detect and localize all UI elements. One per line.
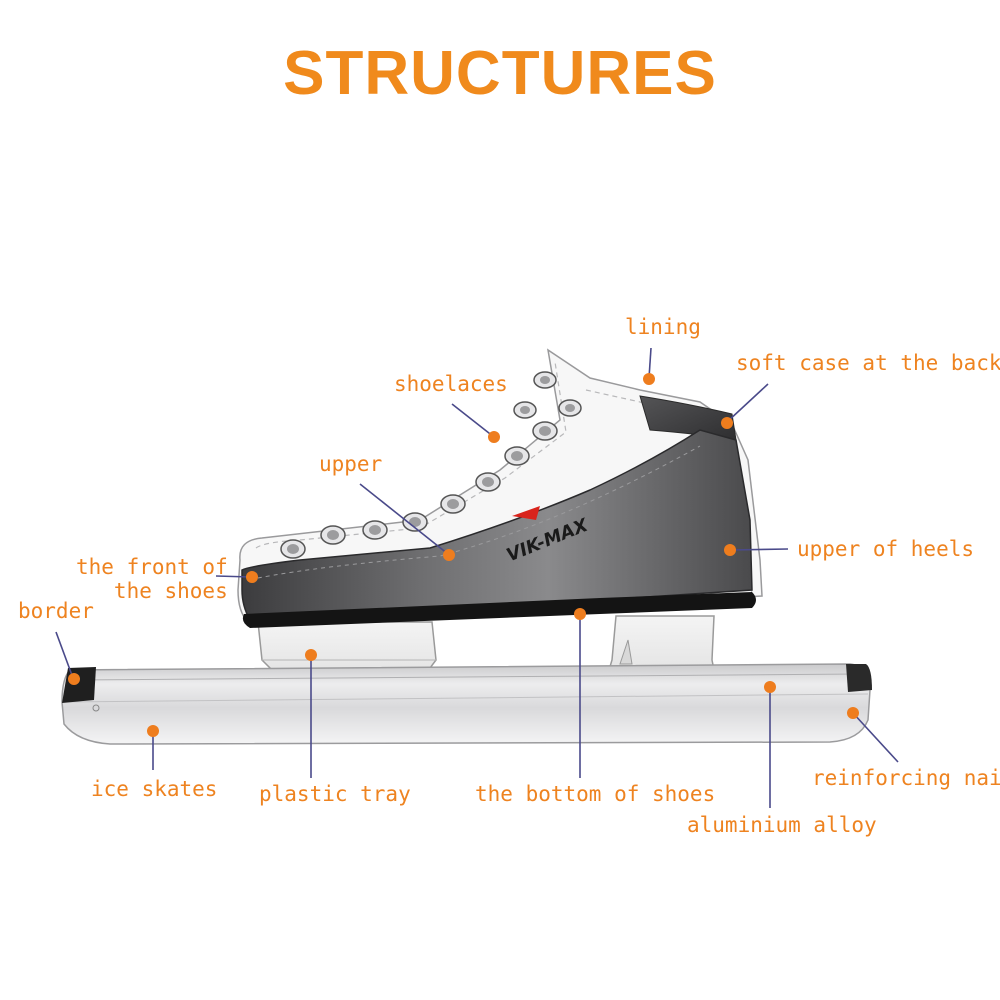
leader-upper (359, 483, 449, 555)
eyelets (280, 371, 582, 559)
eyelet (402, 512, 428, 532)
eyelet (320, 525, 346, 545)
plastic-tray-rear (604, 615, 717, 681)
leader-soft-case (726, 383, 769, 423)
dot-shoelaces (488, 431, 500, 443)
label-ice-skates: ice skates (91, 777, 218, 801)
dot-upper (443, 549, 455, 561)
label-front-of-shoes: the front of the shoes (76, 555, 228, 603)
dot-plastic-tray (305, 649, 317, 661)
label-plastic-tray: plastic tray (259, 782, 411, 806)
dot-upper-of-heels (724, 544, 736, 556)
leader-shoelaces (451, 403, 495, 438)
label-soft-case: soft case at the back (736, 351, 1000, 375)
label-shoelaces: shoelaces (394, 372, 508, 396)
leader-border (55, 631, 74, 679)
dot-reinforcing-nail (847, 707, 859, 719)
eyelet (504, 446, 530, 466)
eyelet (440, 494, 466, 514)
leader-upper-of-heels (729, 548, 789, 551)
dot-front (246, 571, 258, 583)
label-aluminium-alloy: aluminium alloy (687, 813, 877, 837)
label-lining: lining (625, 315, 701, 339)
label-bottom-of-shoes: the bottom of shoes (475, 782, 716, 806)
label-border: border (18, 599, 94, 623)
eyelet (533, 371, 557, 389)
leader-reinforcing-nail (852, 712, 899, 763)
eyelet (558, 399, 582, 417)
eyelet (475, 472, 501, 492)
eyelet (513, 401, 537, 419)
dot-soft-case (721, 417, 733, 429)
eyelet (532, 421, 558, 441)
label-upper: upper (319, 452, 383, 476)
leader-front (215, 575, 252, 578)
diagram-title: STRUCTURES (283, 39, 717, 108)
blade (61, 663, 872, 745)
dot-border (68, 673, 80, 685)
label-upper-of-heels: upper of heels (797, 537, 975, 561)
eyelet (280, 539, 306, 559)
label-reinforcing-nail: reinforcing nail (812, 766, 1000, 790)
dot-bottom (574, 608, 586, 620)
leader-lines (55, 347, 899, 808)
dot-lining (643, 373, 655, 385)
callout-dots (68, 373, 859, 737)
dot-ice-skates (147, 725, 159, 737)
eyelet (362, 520, 388, 540)
dot-aluminium (764, 681, 776, 693)
leader-lining (648, 347, 652, 379)
boot: VIK-MAX (237, 348, 763, 628)
